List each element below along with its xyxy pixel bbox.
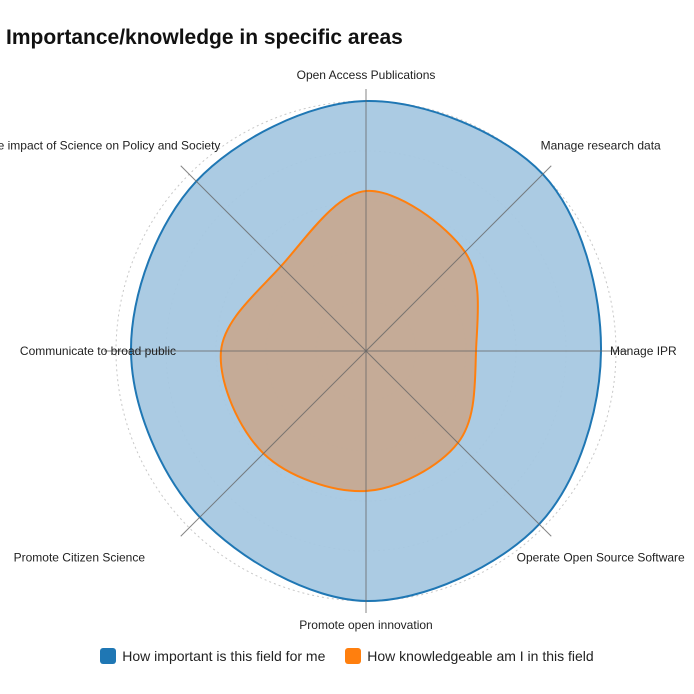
axis-label-2: Manage IPR [610, 344, 677, 358]
chart-title: Importance/knowledge in specific areas [6, 26, 403, 49]
legend-item-knowledge[interactable]: How knowledgeable am I in this field [345, 648, 594, 664]
legend-swatch-knowledge [345, 648, 362, 664]
legend-label-importance: How important is this field for me [122, 648, 326, 664]
legend-item-importance[interactable]: How important is this field for me [100, 648, 325, 664]
legend-swatch-importance [100, 648, 117, 664]
axis-label-0: Open Access Publications [297, 68, 436, 82]
axis-label-1: Manage research data [541, 138, 661, 152]
axis-spoke [180, 165, 367, 352]
axis-label-6: Communicate to broad public [20, 344, 176, 358]
axis-label-3: Operate Open Source Software [517, 551, 685, 565]
axis-spoke [365, 165, 552, 352]
axis-label-5: Promote Citizen Science [14, 551, 146, 565]
axis-label-4: Promote open innovation [299, 618, 432, 632]
legend-label-knowledge: How knowledgeable am I in this field [367, 648, 594, 664]
axis-spoke [180, 350, 367, 537]
legend: How important is this field for me How k… [0, 648, 694, 667]
axis-label-7: Increase the impact of Science on Policy… [0, 138, 220, 152]
axis-spoke [365, 350, 552, 537]
